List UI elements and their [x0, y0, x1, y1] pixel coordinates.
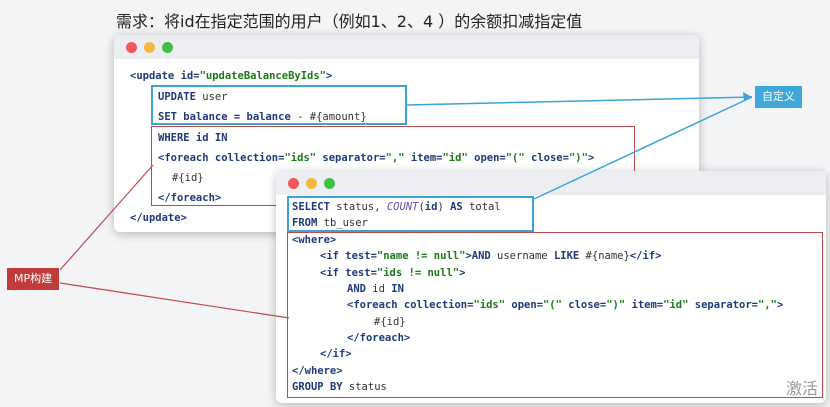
code-line: </foreach> — [158, 192, 222, 204]
code-line: <if test="ids != null"> — [320, 267, 466, 279]
maximize-dot-icon[interactable] — [324, 178, 335, 189]
code-line: #{id} — [374, 316, 406, 328]
code-line: <foreach collection="ids" separator="," … — [158, 152, 595, 164]
custom-sql-highlight — [151, 85, 407, 125]
code-line: <update id="updateBalanceByIds"> — [130, 70, 333, 82]
code-line: WHERE id IN — [158, 132, 228, 144]
close-dot-icon[interactable] — [288, 178, 299, 189]
minimize-dot-icon[interactable] — [144, 42, 155, 53]
minimize-dot-icon[interactable] — [306, 178, 317, 189]
page-title: 需求：将id在指定范围的用户（例如1、2、4 ）的余额扣减指定值 — [116, 12, 583, 31]
maximize-dot-icon[interactable] — [162, 42, 173, 53]
mp-where-highlight — [287, 232, 823, 398]
close-dot-icon[interactable] — [126, 42, 137, 53]
code-line: SET balance = balance - #{amount} — [158, 111, 367, 123]
custom-select-highlight — [287, 196, 534, 232]
custom-label: 自定义 — [755, 86, 802, 108]
code-line: </if> — [320, 348, 352, 360]
code-line: AND id IN — [347, 283, 404, 295]
code-line: #{id} — [172, 172, 204, 184]
code-line: GROUP BY status — [292, 381, 387, 393]
window-titlebar — [114, 35, 699, 59]
code-line: <where> — [292, 234, 337, 246]
code-line: SELECT status, COUNT(id) AS total — [292, 201, 501, 213]
code-line: </foreach> — [347, 332, 411, 344]
code-line: </update> — [130, 212, 187, 224]
mp-build-label: MP构建 — [7, 268, 60, 290]
code-line: FROM tb_user — [292, 217, 368, 229]
activation-watermark: 激活 — [785, 379, 818, 398]
code-line: </where> — [292, 365, 343, 377]
code-line: <if test="name != null">AND username LIK… — [320, 250, 662, 262]
code-window-xml-select — [276, 171, 826, 403]
code-line: <foreach collection="ids" open="(" close… — [347, 299, 784, 311]
code-line: UPDATE user — [158, 91, 228, 103]
